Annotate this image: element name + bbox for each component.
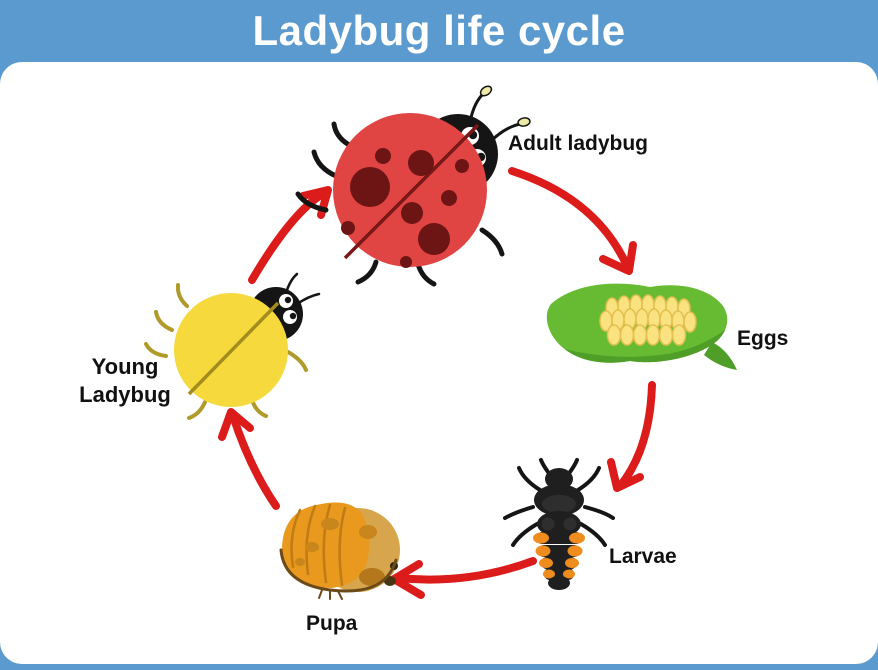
young-ladybug-illustration <box>144 272 321 420</box>
arrow-eggs-to-larvae <box>607 381 656 492</box>
pupa-left-lobe <box>281 502 370 588</box>
adult-body <box>333 113 487 267</box>
arrow-adult-to-eggs <box>508 167 637 275</box>
header-bar: Ladybug life cycle <box>0 0 878 62</box>
label-pupa: Pupa <box>306 612 358 635</box>
label-young-ladybug: Young Ladybug <box>79 354 171 408</box>
label-eggs: Eggs <box>737 327 789 350</box>
adult-ladybug-illustration <box>295 85 531 287</box>
larvae-illustration <box>503 458 615 590</box>
arrow-young-to-adult <box>248 186 332 284</box>
larva-head <box>545 468 573 490</box>
pupa-illustration <box>279 502 400 600</box>
egg-cluster <box>599 294 697 346</box>
label-adult-ladybug: Adult ladybug <box>508 132 648 155</box>
arrow-larvae-to-pupa <box>390 557 537 599</box>
adult-spots <box>341 148 469 268</box>
arrow-pupa-to-young <box>218 408 280 510</box>
eggs-illustration <box>546 283 737 370</box>
label-larvae: Larvae <box>609 545 677 568</box>
page-title: Ladybug life cycle <box>252 7 626 54</box>
pupa-spots <box>295 518 398 586</box>
leaf-tip <box>704 342 737 370</box>
larva-abdomen <box>533 532 585 590</box>
young-eyes <box>279 294 297 324</box>
